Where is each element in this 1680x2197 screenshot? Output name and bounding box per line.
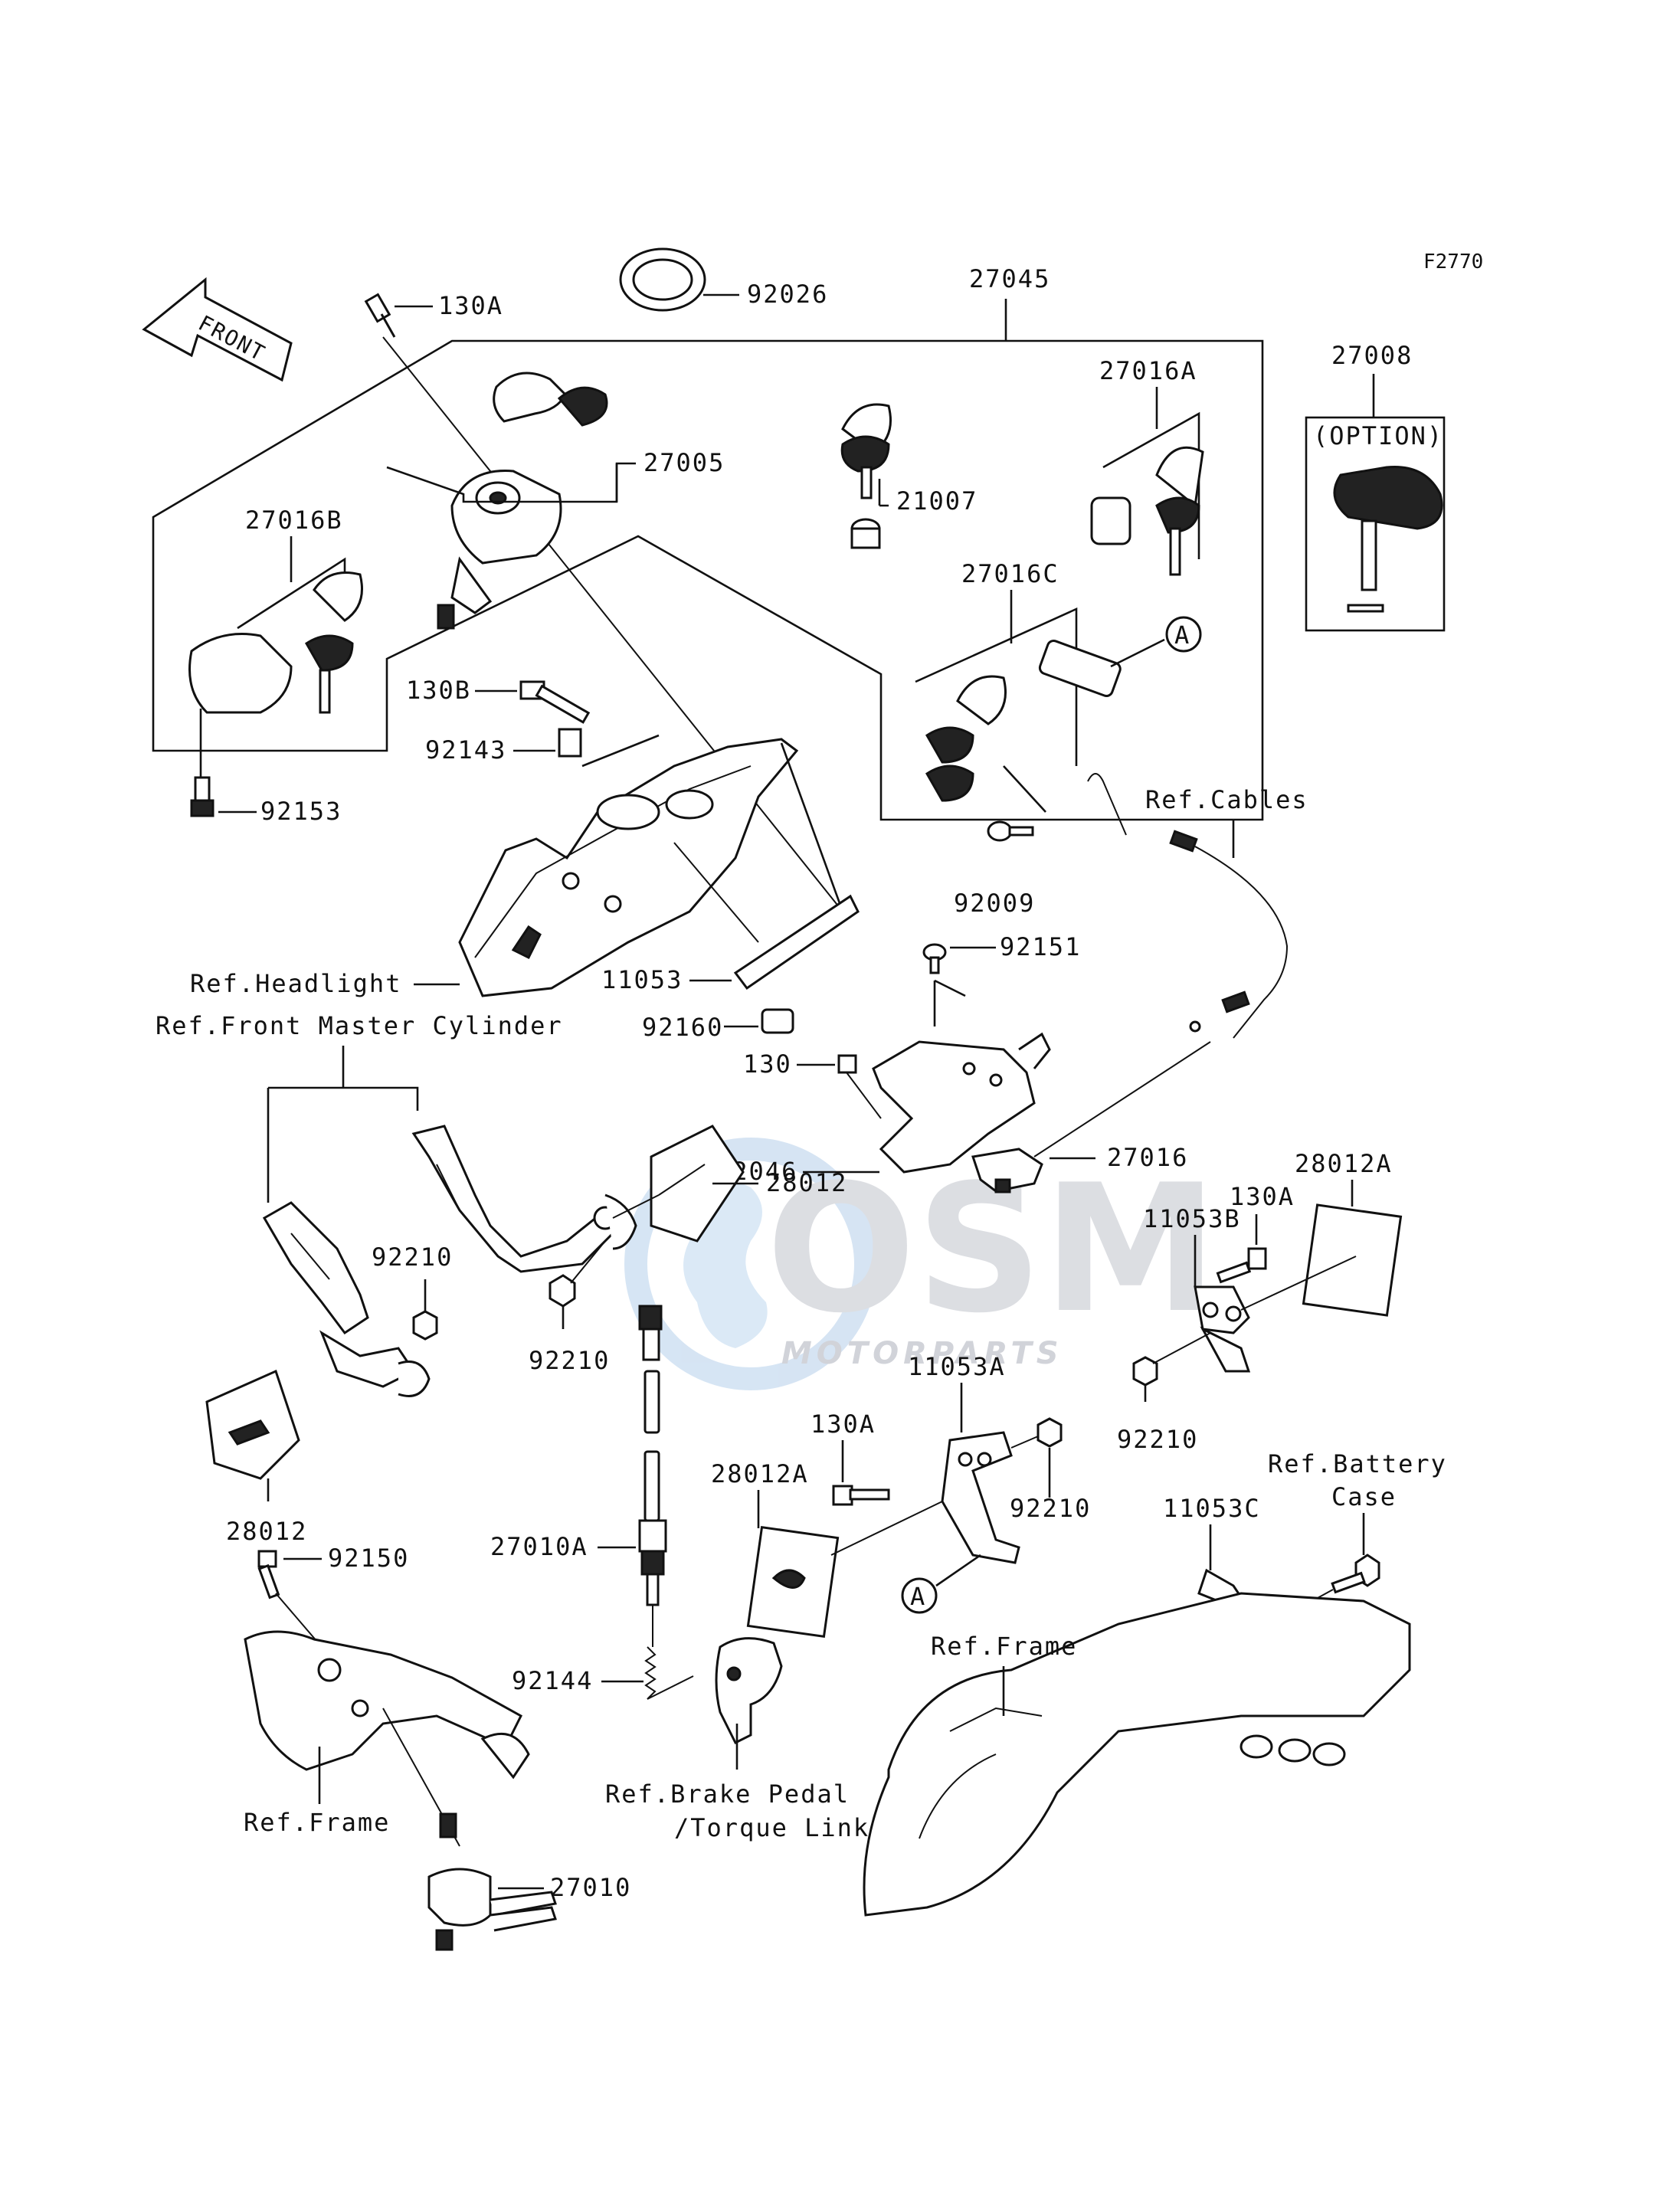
bolt-130A-top xyxy=(364,293,396,338)
watermark-globe-icon xyxy=(624,1138,877,1390)
label-28012-left: 28012 xyxy=(226,1517,307,1546)
label-92143: 92143 xyxy=(425,735,506,765)
label-ref-headlight: Ref.Headlight xyxy=(190,969,401,998)
callout-a-lower xyxy=(901,1577,938,1614)
option-box xyxy=(1305,416,1446,632)
label-27016C: 27016C xyxy=(961,559,1059,588)
label-27008: 27008 xyxy=(1331,341,1413,370)
label-28012-mid: 28012 xyxy=(766,1168,847,1197)
label-92210-right: 92210 xyxy=(1117,1425,1198,1454)
reflector-28012-left xyxy=(205,1369,300,1480)
bolt-battery-case xyxy=(1331,1554,1380,1594)
label-27016: 27016 xyxy=(1107,1143,1188,1172)
label-11053: 11053 xyxy=(601,965,683,994)
cable xyxy=(1087,773,1289,1039)
label-11053A: 11053A xyxy=(908,1352,1006,1381)
label-27045: 27045 xyxy=(969,264,1050,293)
label-11053B: 11053B xyxy=(1143,1204,1241,1233)
callout-a-top xyxy=(1165,616,1202,653)
reflector-28012A-mid xyxy=(746,1525,840,1639)
label-ref-front-master-cylinder: Ref.Front Master Cylinder xyxy=(156,1011,563,1040)
nut-92210-right xyxy=(1132,1356,1158,1387)
frame-right xyxy=(863,1592,1411,1917)
bracket-11053A xyxy=(941,1431,1020,1564)
ring-92026 xyxy=(619,247,706,312)
label-130B: 130B xyxy=(406,676,471,705)
callout-a-lower-text: A xyxy=(910,1582,926,1611)
bolt-130A-right xyxy=(1216,1247,1267,1284)
bolt-92150 xyxy=(257,1550,280,1599)
bracket-11053 xyxy=(733,894,860,990)
switch-bracket-right xyxy=(411,1125,637,1273)
grommet-92160 xyxy=(761,1008,794,1034)
label-ref-frame-left: Ref.Frame xyxy=(244,1808,390,1837)
label-21007: 21007 xyxy=(896,486,978,516)
latch-27016 xyxy=(971,1148,1043,1193)
label-28012A-mid: 28012A xyxy=(711,1459,809,1488)
label-ref-frame-right: Ref.Frame xyxy=(931,1632,1077,1661)
lock-27016C xyxy=(925,639,1122,802)
label-27010A: 27010A xyxy=(490,1532,588,1561)
label-130A-top: 130A xyxy=(438,291,503,320)
label-ref-brake-pedal: Ref.Brake Pedal xyxy=(605,1780,850,1809)
label-92151: 92151 xyxy=(1000,932,1081,961)
switch-27010 xyxy=(427,1812,557,1951)
ignition-switch-27005 xyxy=(437,372,608,630)
label-ref-torque-link: /Torque Link xyxy=(674,1813,869,1842)
main-bracket xyxy=(458,738,799,997)
label-92210-left: 92210 xyxy=(372,1243,453,1272)
label-27016A: 27016A xyxy=(1099,356,1197,385)
label-92026: 92026 xyxy=(747,280,828,309)
label-92153: 92153 xyxy=(260,797,342,826)
callout-a-top-text: A xyxy=(1174,620,1190,650)
spring-92144 xyxy=(644,1646,694,1700)
label-27010: 27010 xyxy=(550,1873,631,1902)
label-92144: 92144 xyxy=(512,1666,593,1695)
label-27016B: 27016B xyxy=(245,506,343,535)
frame-left xyxy=(244,1630,530,1780)
lock-27016B xyxy=(188,571,363,714)
label-130A-right: 130A xyxy=(1230,1182,1295,1211)
label-92150: 92150 xyxy=(328,1544,409,1573)
bracket-32046 xyxy=(872,1032,1051,1174)
reflector-28012-mid xyxy=(650,1125,745,1243)
label-130: 130 xyxy=(743,1049,792,1079)
keys-21007 xyxy=(840,403,892,549)
option-label: (OPTION) xyxy=(1313,421,1443,450)
label-27005: 27005 xyxy=(644,448,725,477)
screw-92009 xyxy=(987,820,1034,842)
nut-92210-left xyxy=(412,1310,438,1341)
screw-92151 xyxy=(922,943,947,974)
front-arrow-icon: FRONT xyxy=(142,277,293,382)
label-92210-mid: 92210 xyxy=(529,1346,610,1375)
label-11053C: 11053C xyxy=(1163,1494,1261,1523)
label-130A-mid: 130A xyxy=(811,1410,876,1439)
nut-92210-lower xyxy=(1036,1417,1063,1448)
label-ref-battery: Ref.Battery xyxy=(1268,1449,1447,1478)
bolt-130B xyxy=(519,680,591,724)
label-ref-battery-case: Case xyxy=(1331,1482,1397,1511)
switch-bracket-left xyxy=(262,1201,431,1397)
label-ref-cables: Ref.Cables xyxy=(1145,785,1308,814)
reflector-28012A-right xyxy=(1302,1203,1403,1317)
switch-27010A xyxy=(638,1305,667,1606)
brake-pedal-link xyxy=(715,1637,783,1745)
label-92160: 92160 xyxy=(642,1013,723,1042)
collar-92143 xyxy=(558,728,582,758)
option-key-icon xyxy=(1333,465,1443,613)
lock-27016A xyxy=(1090,446,1204,576)
bolt-92153 xyxy=(190,776,215,817)
label-92009: 92009 xyxy=(954,889,1035,918)
nut-92210-mid xyxy=(549,1274,576,1308)
diagram-code: F2770 xyxy=(1423,250,1483,273)
bolt-130 xyxy=(837,1054,857,1074)
bolt-130A-mid xyxy=(832,1485,890,1506)
label-28012A-right: 28012A xyxy=(1295,1149,1393,1178)
bracket-11053B xyxy=(1194,1285,1251,1373)
label-92210-lower: 92210 xyxy=(1010,1494,1091,1523)
kit-27045-outline xyxy=(152,339,1264,821)
watermark-sub: MOTORPARTS xyxy=(781,1336,1063,1371)
